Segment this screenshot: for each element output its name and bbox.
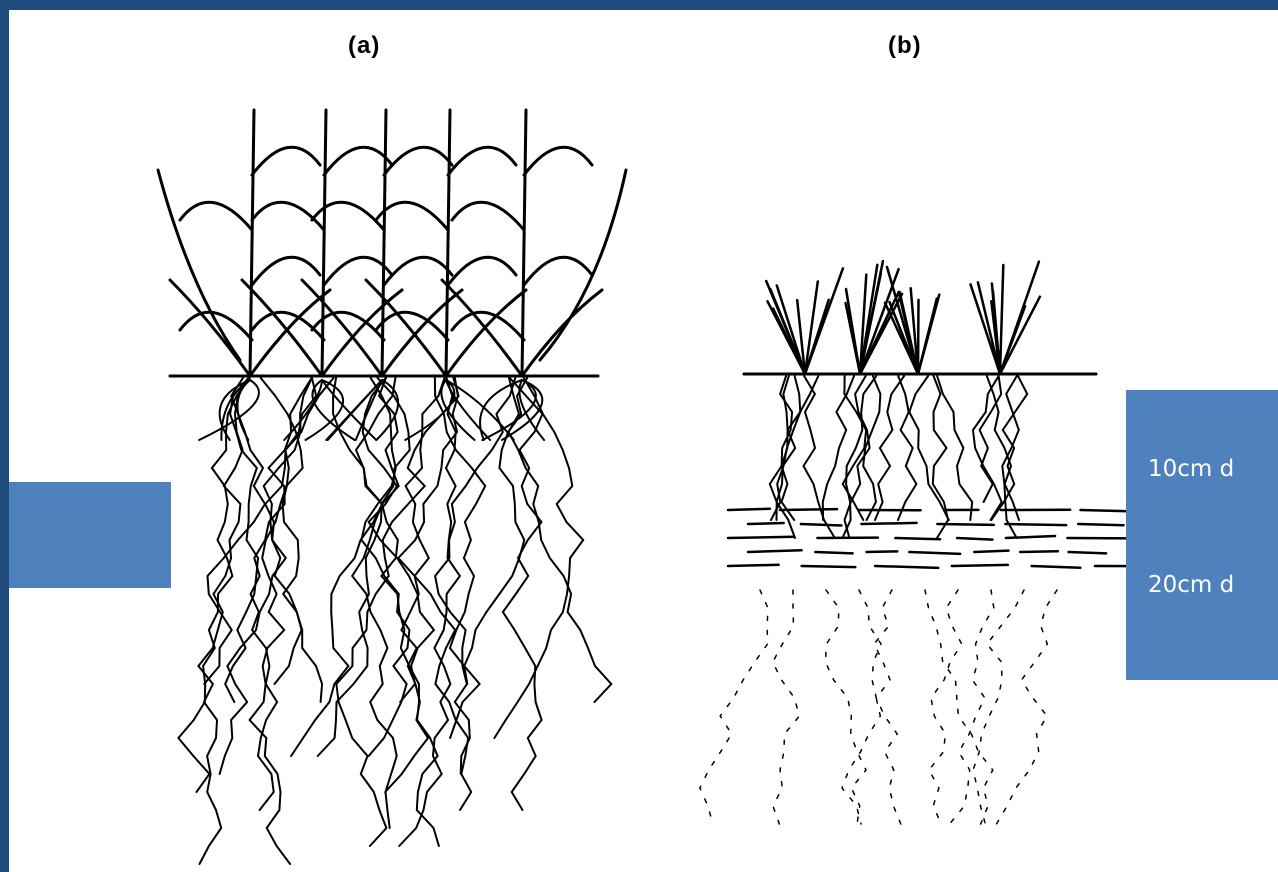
fine-root xyxy=(284,380,322,440)
hardpan-segment xyxy=(748,523,784,524)
panel-b-shoots xyxy=(766,261,1040,374)
hardpan-segment xyxy=(1078,524,1123,525)
hardpan-segment xyxy=(802,566,856,567)
panel-a-shoots xyxy=(158,110,626,376)
leaf xyxy=(180,312,252,340)
soil-texture xyxy=(773,590,800,824)
panel-a-roots xyxy=(178,378,611,864)
soil-texture xyxy=(842,590,892,824)
leaf xyxy=(180,202,252,230)
panel-b-roots xyxy=(770,376,1027,538)
leaf xyxy=(524,257,592,285)
hardpan-segment xyxy=(867,551,898,552)
leaf xyxy=(376,202,448,230)
grass-blade xyxy=(846,303,860,374)
hardpan-segment xyxy=(974,551,1008,552)
hardpan-segment xyxy=(801,524,842,526)
panel-a-plant-drawing xyxy=(158,110,626,864)
depth-label-20cm: 20cm d xyxy=(1148,572,1234,598)
hardpan-segment xyxy=(1020,551,1058,552)
root xyxy=(352,378,397,828)
depth-label-10cm: 10cm d xyxy=(1148,456,1234,482)
root xyxy=(804,376,835,538)
hardpan-segment xyxy=(728,565,779,566)
hardpan-segment xyxy=(861,523,916,524)
hardpan-segment xyxy=(1069,552,1107,553)
leaf xyxy=(384,147,452,175)
hardpan-segment xyxy=(875,566,938,568)
hardpan-segment xyxy=(748,550,802,552)
grass-blade xyxy=(1000,265,1003,374)
soil-texture xyxy=(950,590,994,824)
hardpan-segment xyxy=(1005,524,1066,525)
root xyxy=(991,376,1027,520)
hardpan-segment xyxy=(728,509,770,510)
hardpan-segment xyxy=(957,538,992,540)
hardpan-segment xyxy=(909,552,960,554)
root xyxy=(435,378,485,738)
soil-texture xyxy=(859,590,901,824)
hardpan-segment xyxy=(1006,536,1055,538)
left-callout-box xyxy=(9,482,171,588)
leaf xyxy=(524,147,592,175)
grass-blade xyxy=(805,282,818,375)
hardpan-segment xyxy=(780,509,837,510)
leaf xyxy=(448,147,516,175)
panel-b-lower-soil xyxy=(700,590,1057,824)
root xyxy=(251,378,312,810)
leaf xyxy=(448,257,516,285)
root xyxy=(980,376,1002,502)
leaf xyxy=(382,290,462,376)
leaf xyxy=(252,257,320,285)
leaf xyxy=(252,147,320,175)
root xyxy=(863,376,880,520)
root xyxy=(435,378,515,774)
hardpan-segment xyxy=(952,565,1008,566)
grass-blade xyxy=(1000,297,1040,374)
leaf xyxy=(158,170,240,360)
soil-texture xyxy=(997,590,1058,824)
leaf xyxy=(452,202,524,230)
grass-blade xyxy=(1000,262,1039,374)
soil-texture xyxy=(826,590,867,824)
grass-blade xyxy=(805,300,829,374)
root xyxy=(464,378,527,684)
soil-texture xyxy=(925,590,993,824)
right-callout-box: 10cm d 20cm d xyxy=(1126,390,1278,680)
soil-texture xyxy=(929,590,962,824)
root xyxy=(220,378,312,774)
panel-b-plant-drawing xyxy=(700,261,1153,824)
grass-blade xyxy=(918,295,939,374)
hardpan-segment xyxy=(1032,566,1081,568)
root xyxy=(909,376,949,520)
leaf xyxy=(324,147,392,175)
hardpan-segment xyxy=(815,552,852,553)
leaf xyxy=(324,257,392,285)
root xyxy=(503,378,543,810)
hardpan-segment xyxy=(937,524,993,525)
soil-texture xyxy=(700,590,768,824)
hardpan-segment xyxy=(895,538,940,539)
hardpan-segment xyxy=(728,537,794,538)
